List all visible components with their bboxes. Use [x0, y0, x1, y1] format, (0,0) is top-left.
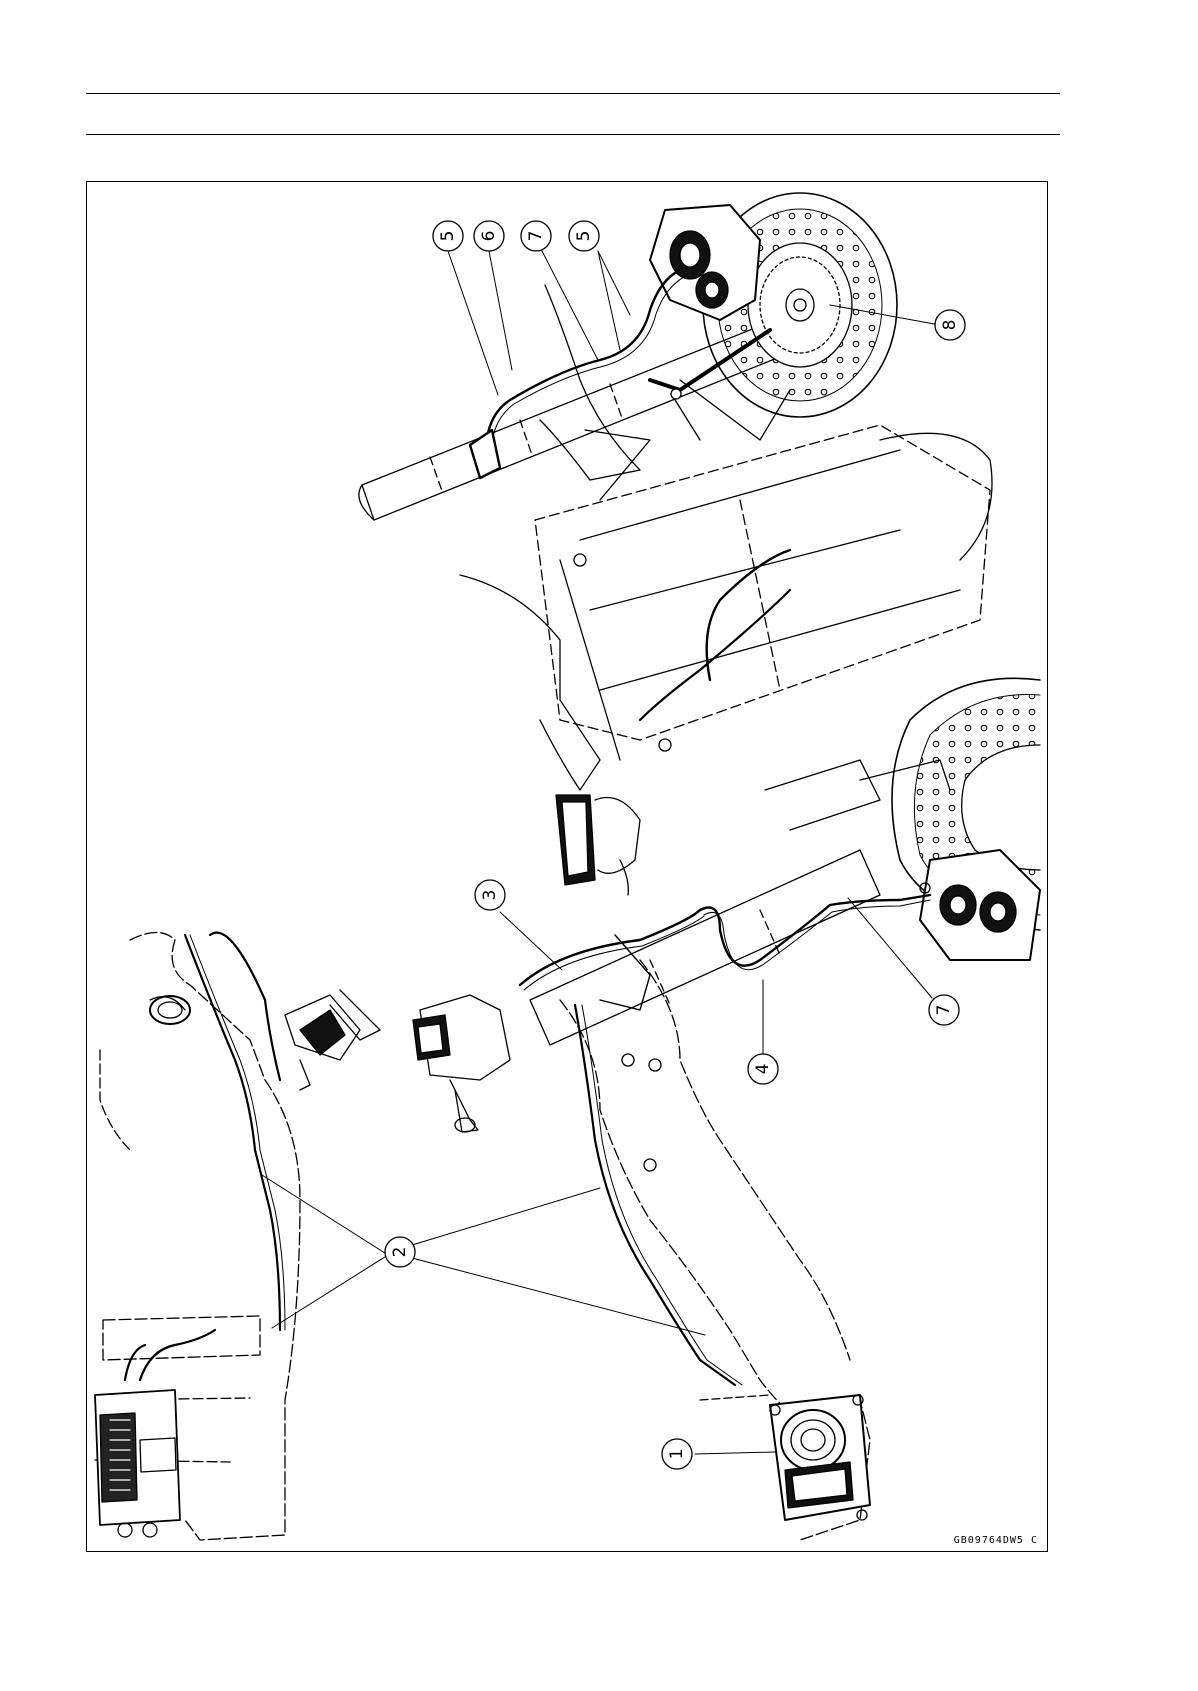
triple-clamp-assembly	[460, 425, 992, 790]
svg-text:2: 2	[390, 1247, 410, 1258]
lower-fork-assembly	[530, 760, 950, 1045]
svg-text:4: 4	[753, 1064, 773, 1075]
svg-text:5: 5	[574, 231, 594, 242]
upper-brake-hose	[470, 270, 686, 478]
svg-text:8: 8	[940, 320, 960, 331]
rear-abs-unit	[95, 1390, 180, 1537]
abs-hydraulic-unit	[770, 1395, 870, 1520]
svg-text:1: 1	[667, 1449, 687, 1460]
front-master-cylinder	[285, 990, 510, 1132]
figure-code: GB09764DW5 C	[954, 1535, 1038, 1546]
callout-leader-lines	[262, 251, 940, 1454]
callout-5-left: 5	[433, 221, 463, 251]
callout-3: 3	[475, 880, 505, 910]
callout-5-right: 5	[569, 221, 599, 251]
callout-7-top: 7	[521, 221, 551, 251]
abs-to-caliper-lines	[575, 1005, 742, 1385]
callout-2: 2	[385, 1237, 415, 1267]
svg-text:7: 7	[934, 1005, 954, 1016]
svg-text:6: 6	[479, 231, 499, 242]
brake-fluid-reservoir	[556, 795, 640, 895]
callout-7-bottom: 7	[929, 995, 959, 1025]
svg-text:5: 5	[438, 231, 458, 242]
callout-markers: 1 2 3 4 5 5 6 7	[385, 221, 965, 1469]
callout-4: 4	[748, 1054, 778, 1084]
callout-6: 6	[474, 221, 504, 251]
svg-text:7: 7	[526, 231, 546, 242]
rear-brake-lines	[125, 933, 285, 1380]
svg-text:3: 3	[480, 890, 500, 901]
callout-8: 8	[935, 310, 965, 340]
front-brake-hoses	[520, 895, 930, 1010]
callout-1: 1	[662, 1439, 692, 1469]
